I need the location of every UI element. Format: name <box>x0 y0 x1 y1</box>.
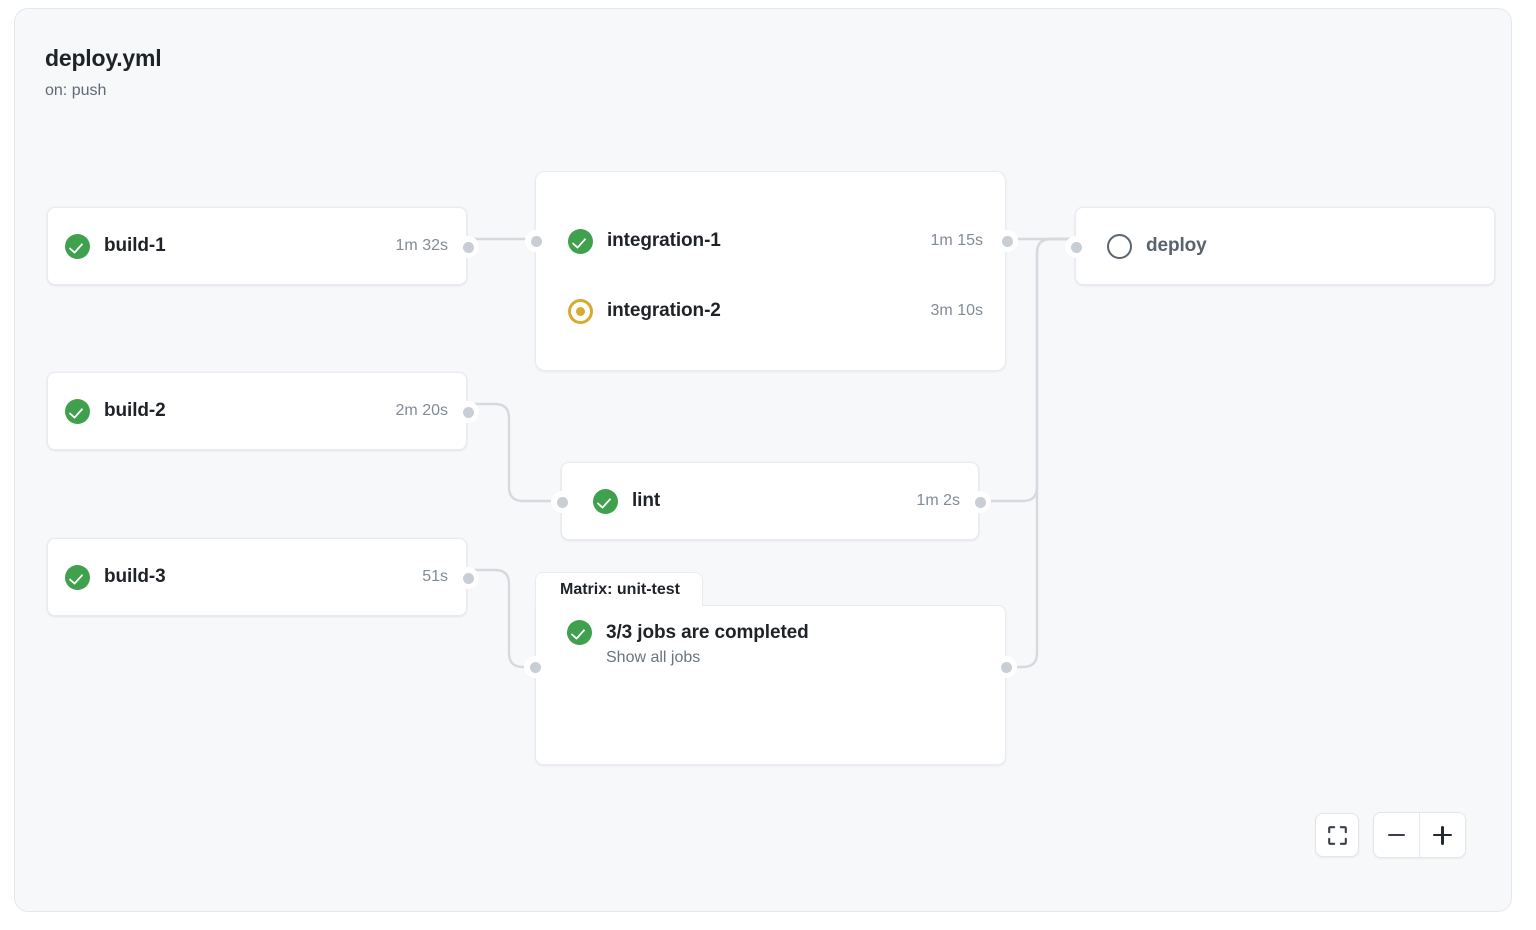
matrix-content: 3/3 jobs are completed Show all jobs <box>567 620 986 667</box>
pending-circle-icon <box>1107 233 1132 259</box>
node-duration: 1m 15s <box>930 232 983 249</box>
fit-to-screen-button[interactable] <box>1315 813 1359 857</box>
zoom-segmented-control <box>1373 812 1466 858</box>
node-label: deploy <box>1146 235 1207 256</box>
plus-icon <box>1433 825 1452 845</box>
group-matrix-unit-test[interactable]: Matrix: unit-test 3/3 jobs are completed… <box>524 572 1017 765</box>
port-in[interactable] <box>525 230 547 252</box>
node-deploy[interactable]: deploy <box>1065 207 1495 285</box>
node-build-3-row: build-3 51s <box>48 539 466 615</box>
show-all-jobs-link[interactable]: Show all jobs <box>606 649 701 666</box>
node-lint-row: lint 1m 2s <box>562 463 978 539</box>
fit-screen-icon <box>1327 825 1347 845</box>
success-check-icon <box>568 228 593 254</box>
node-build-2[interactable]: build-2 2m 20s <box>47 372 479 450</box>
port-out[interactable] <box>969 491 991 513</box>
node-duration: 51s <box>422 568 448 585</box>
node-label: build-1 <box>104 235 166 256</box>
node-build-1-row: build-1 1m 32s <box>48 208 466 284</box>
port-out[interactable] <box>457 236 479 258</box>
node-label: integration-2 <box>607 300 721 321</box>
node-duration: 2m 20s <box>395 402 448 419</box>
port-in[interactable] <box>1065 236 1087 258</box>
in-progress-icon <box>568 298 593 324</box>
workflow-panel: deploy.yml on: push build-1 1m 32s <box>14 8 1512 912</box>
zoom-in-button[interactable] <box>1419 813 1465 857</box>
node-integration-1[interactable]: integration-1 1m 15s <box>536 220 1005 262</box>
node-label: build-2 <box>104 400 166 421</box>
port-in[interactable] <box>551 491 573 513</box>
matrix-body <box>535 605 1006 765</box>
port-out[interactable] <box>457 401 479 423</box>
node-duration: 1m 2s <box>916 492 960 509</box>
page-title: deploy.yml <box>45 45 162 71</box>
node-build-1[interactable]: build-1 1m 32s <box>47 207 479 285</box>
port-out[interactable] <box>996 230 1018 252</box>
zoom-controls <box>1315 812 1466 858</box>
node-build-2-row: build-2 2m 20s <box>48 373 466 449</box>
port-out[interactable] <box>995 656 1017 678</box>
port-out[interactable] <box>457 567 479 589</box>
node-integration-2[interactable]: integration-2 3m 10s <box>536 290 1005 332</box>
node-deploy-row: deploy <box>1076 208 1494 284</box>
node-duration: 1m 32s <box>395 237 448 254</box>
node-lint[interactable]: lint 1m 2s <box>551 462 991 540</box>
edge-build2-lint <box>465 402 563 503</box>
node-label: integration-1 <box>607 230 721 251</box>
edge-matrix-deploy <box>1004 237 1077 669</box>
edge-layer <box>465 237 1077 669</box>
zoom-out-button[interactable] <box>1374 813 1419 857</box>
success-check-icon <box>567 620 592 645</box>
node-build-3[interactable]: build-3 51s <box>47 538 479 616</box>
port-in[interactable] <box>524 656 546 678</box>
workflow-header: deploy.yml on: push <box>45 45 162 99</box>
group-integration[interactable]: integration-1 1m 15s integration-2 3m 10… <box>525 171 1018 371</box>
matrix-summary-row: 3/3 jobs are completed <box>567 620 986 645</box>
node-label: build-3 <box>104 566 166 587</box>
node-duration: 3m 10s <box>930 302 983 319</box>
node-label: lint <box>632 490 661 511</box>
success-check-icon <box>65 398 90 424</box>
matrix-summary: 3/3 jobs are completed <box>606 621 809 643</box>
matrix-tab-label: Matrix: unit-test <box>535 572 703 606</box>
success-check-icon <box>65 233 90 259</box>
success-check-icon <box>65 564 90 590</box>
minus-icon <box>1388 833 1405 837</box>
workflow-trigger: on: push <box>45 82 107 99</box>
success-check-icon <box>593 488 618 514</box>
edge-build3-matrix <box>465 568 537 669</box>
